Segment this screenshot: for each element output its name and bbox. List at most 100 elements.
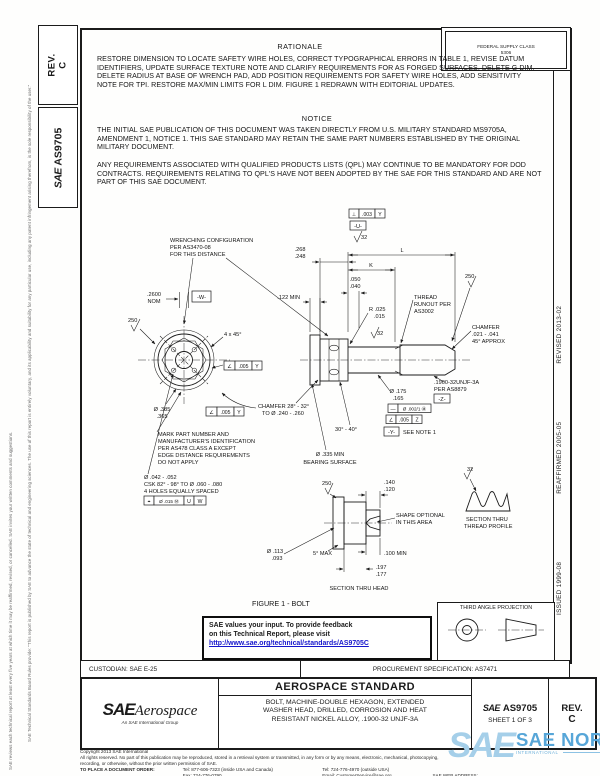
notice-paragraph-2: ANY REQUIREMENTS ASSOCIATED WITH QUALIFI…: [97, 161, 542, 187]
copyright-line: Copyright 2013 SAE International: [80, 749, 149, 754]
svg-text:NOM: NOM: [147, 299, 160, 305]
doc-number-side: AS9705: [52, 127, 65, 166]
svg-text:DO NOT APPLY: DO NOT APPLY: [158, 460, 199, 466]
svg-text:.005: .005: [239, 364, 249, 370]
svg-text:⌖: ⌖: [148, 499, 151, 505]
doc-sae-logo: SAE: [482, 703, 501, 713]
doc-number: AS9705: [502, 703, 538, 714]
svg-text:Ø .385: Ø .385: [154, 407, 171, 413]
surface-finish-250-thread: 250: [451, 274, 477, 342]
svg-text:WRENCHING CONFIGURATION: WRENCHING CONFIGURATION: [170, 238, 253, 244]
svg-text:SECTION THRU: SECTION THRU: [466, 517, 508, 523]
svg-text:Y: Y: [378, 212, 382, 218]
surface-finish-250-end: 250: [128, 318, 156, 345]
tel-inside: Tel: 877-606-7323 (inside USA and Canada…: [182, 766, 273, 772]
svg-text:PER AS8879: PER AS8879: [434, 387, 467, 393]
svg-text:U: U: [187, 499, 191, 505]
csk-holes-note: Ø .042 - .052 CSK 82° - 98° TO Ø .060 - …: [143, 373, 222, 506]
watermark-rule: [562, 752, 600, 753]
margin-disclaimer-2: SAE reviews each technical report at lea…: [8, 431, 13, 770]
svg-text:Y: Y: [237, 410, 241, 416]
svg-text:30° - 40°: 30° - 40°: [335, 427, 357, 433]
issued-date: ISSUED 1999-08: [556, 561, 563, 615]
aerospace-logo-text: Aerospace: [134, 703, 198, 719]
svg-text:250: 250: [128, 318, 137, 324]
reaffirmed-date: REAFFIRMED 2005-05: [556, 421, 563, 494]
thread-chamfer-note: CHAMFER .021 - .041 45° APPROX: [451, 325, 505, 350]
svg-text:FOR THIS DISTANCE: FOR THIS DISTANCE: [170, 252, 226, 258]
svg-text:.093: .093: [272, 556, 283, 562]
svg-text:MARK PART NUMBER AND: MARK PART NUMBER AND: [158, 432, 229, 438]
wrenching-note: WRENCHING CONFIGURATION PER AS3470-08 FO…: [170, 238, 329, 337]
svg-text:Z: Z: [415, 418, 418, 424]
svg-text:.248: .248: [295, 254, 306, 260]
fax: Fax: 724-776-0790: [182, 772, 222, 776]
svg-text:4 x 45°: 4 x 45°: [224, 332, 241, 338]
svg-text:K: K: [369, 263, 373, 269]
feedback-line-2: on this Technical Report, please visit: [209, 631, 330, 639]
svg-text:PER AS3470-08: PER AS3470-08: [170, 245, 211, 251]
surface-finish-32-top: 32: [361, 235, 367, 241]
rev-cell: REV. C: [549, 679, 595, 748]
svg-text:.005: .005: [399, 418, 409, 424]
revised-date: REVISED 2013-02: [556, 305, 563, 364]
svg-text:PER AS478 CLASS A EXCEPT: PER AS478 CLASS A EXCEPT: [158, 446, 237, 452]
surface-finish-32-thread: 32: [467, 467, 473, 473]
svg-text:RUNOUT PER: RUNOUT PER: [414, 302, 451, 308]
surface-finish-32-fillet: 32: [377, 331, 383, 337]
svg-text:∠: ∠: [389, 418, 394, 424]
marking-note: MARK PART NUMBER AND MANUFACTURER'S IDEN…: [156, 391, 255, 466]
svg-text:.140: .140: [384, 480, 395, 486]
sheet-number: SHEET 1 OF 3: [488, 717, 532, 724]
standard-title-line-3: RESISTANT NICKEL ALLOY, .1900-32 UNJF-3A: [271, 715, 419, 723]
sae-logo-text: SAE: [102, 700, 136, 719]
svg-text:.040: .040: [350, 284, 361, 290]
fsc-line2: 5306: [500, 50, 512, 55]
dim-2600-nom: .2600 NOM -W-: [147, 290, 212, 308]
watermark-subtitle: INTERNATIONAL: [515, 750, 559, 755]
figure-1-bolt-drawing: WRENCHING CONFIGURATION PER AS3470-08 FO…: [128, 208, 513, 608]
standard-type-header: AEROSPACE STANDARD: [219, 679, 471, 696]
rev-side-value: C: [58, 61, 69, 69]
dim-shank: Ø .175 .165 — Ø .002/1 Ⓜ ∠ .005 Z -Y- SE…: [377, 374, 436, 437]
rights-line-1: All rights reserved. No part of this pub…: [80, 754, 439, 760]
datum-y-note: SEE NOTE 1: [403, 430, 436, 436]
rev-label: REV.: [561, 702, 583, 714]
section-head-caption: SECTION THRU HEAD: [330, 586, 389, 592]
dim-pad: .050 .040: [341, 277, 367, 328]
margin-disclaimer-1: SAE Technical Standards Board Rules prov…: [27, 84, 32, 742]
dim-L: L: [347, 248, 456, 342]
dim-K: K: [348, 263, 396, 342]
fcf-perpendicularity: ⊥ .003 Y -U- 32: [348, 208, 386, 243]
svg-text:AS3002: AS3002: [414, 309, 434, 315]
notice-paragraph-1: THE INITIAL SAE PUBLICATION OF THIS DOCU…: [97, 126, 520, 152]
logo-subtitle: An SAE International Group: [121, 720, 179, 725]
svg-text:L: L: [400, 248, 403, 254]
rev-side-label: REV.: [47, 53, 58, 77]
svg-text:.015: .015: [374, 314, 385, 320]
svg-text:Ø .015 Ⓜ: Ø .015 Ⓜ: [159, 498, 179, 505]
notice-heading: NOTICE: [301, 114, 333, 123]
surface-finish-250-head: 250: [322, 481, 331, 487]
order-label: TO PLACE A DOCUMENT ORDER:: [80, 766, 155, 772]
svg-text:Y: Y: [255, 364, 259, 370]
projection-box: THIRD ANGLE PROJECTION: [437, 602, 555, 662]
section-thru-head: 250 .140 .120 SHAPE OPTIONAL IN THIS ARE…: [267, 480, 445, 592]
svg-text:.003: .003: [362, 212, 372, 218]
rationale-heading: RATIONALE: [277, 42, 323, 51]
svg-text:IN THIS AREA: IN THIS AREA: [396, 520, 433, 526]
tel-outside: Tel: 724-776-4970 (outside USA): [322, 766, 390, 772]
svg-text:CHAMFER 28° - 32°: CHAMFER 28° - 32°: [258, 404, 309, 410]
fsc-line1: FEDERAL SUPPLY CLASS: [477, 44, 535, 49]
svg-text:.268: .268: [295, 247, 306, 253]
standard-title-line-2: WASHER HEAD, DRILLED, CORROSION AND HEAT: [263, 707, 427, 715]
doc-number-side-box: SAE AS9705: [38, 107, 78, 208]
feedback-link[interactable]: http://www.sae.org/technical/standards/A…: [209, 640, 369, 648]
figure-caption: FIGURE 1 - BOLT: [252, 599, 310, 608]
datum-w: -W-: [197, 295, 206, 301]
dim-flange: .122 MIN: [277, 295, 327, 332]
svg-text:.120: .120: [384, 487, 395, 493]
third-angle-symbol: [448, 618, 544, 642]
svg-text:.100 MIN: .100 MIN: [384, 551, 407, 557]
head-chamfer-note: CHAMFER 28° - 32° TO Ø .240 - .260: [221, 379, 319, 417]
